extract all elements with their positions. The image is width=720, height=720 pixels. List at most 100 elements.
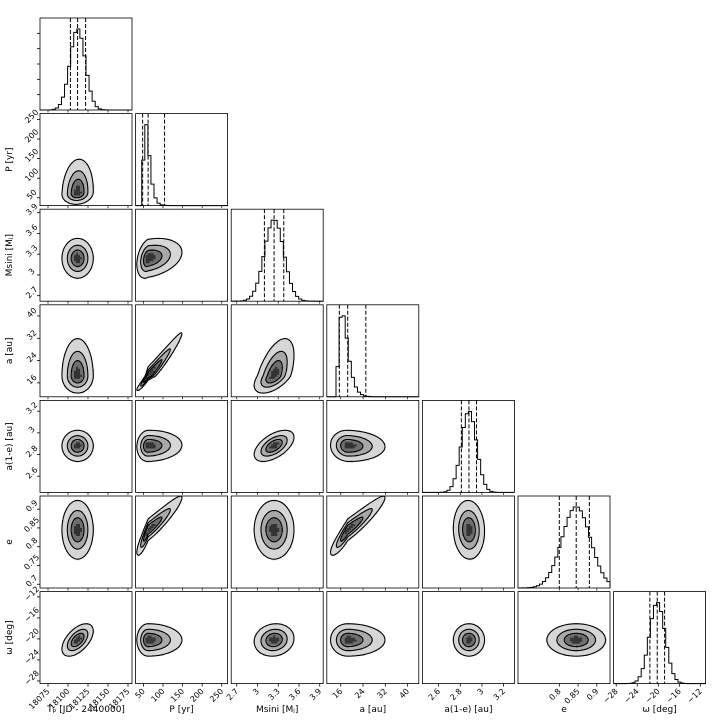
density-cell	[376, 508, 380, 511]
density-cell	[161, 249, 164, 252]
density-cell	[157, 446, 160, 449]
density-cell	[84, 633, 87, 636]
density-cell	[76, 522, 79, 525]
density-cell	[88, 522, 91, 525]
density-cell	[366, 454, 370, 457]
density-cell	[255, 384, 258, 388]
density-cell	[74, 526, 77, 529]
density-cell	[338, 444, 342, 447]
density-cell	[90, 526, 93, 529]
density-cell	[64, 444, 67, 447]
density-cell	[153, 635, 156, 638]
density-cell	[460, 526, 463, 529]
density-cell	[289, 432, 292, 435]
density-cell	[151, 442, 154, 445]
density-cell	[161, 350, 164, 354]
density-cell	[88, 183, 91, 186]
density-cell	[277, 506, 280, 509]
density-cell	[368, 442, 372, 445]
density-cell	[277, 548, 280, 551]
density-cell	[344, 444, 348, 447]
density-cell	[364, 454, 368, 457]
contour-line	[142, 516, 163, 542]
density-cell	[149, 370, 152, 374]
density-cell	[161, 456, 164, 459]
density-cell	[348, 450, 352, 453]
density-cell	[88, 374, 91, 378]
density-cell	[275, 550, 278, 553]
density-cell	[88, 362, 91, 366]
density-cell	[289, 436, 292, 439]
density-cell	[90, 446, 93, 449]
density-cell	[153, 243, 156, 246]
density-cell	[159, 454, 162, 457]
density-cell	[145, 376, 148, 380]
density-cell	[263, 532, 266, 535]
density-cell	[82, 161, 85, 164]
density-cell	[70, 350, 73, 354]
density-cell	[265, 382, 268, 386]
density-cell	[472, 542, 475, 545]
density-cell	[80, 430, 83, 433]
density-cell	[281, 548, 284, 551]
density-cell	[84, 245, 87, 248]
density-cell	[64, 354, 67, 358]
density-cell	[137, 633, 140, 636]
density-cell	[159, 263, 162, 266]
density-cell	[72, 175, 75, 178]
density-cell	[82, 631, 85, 634]
density-cell	[340, 546, 344, 549]
density-cell	[159, 522, 162, 525]
density-cell	[468, 540, 471, 543]
density-cell	[143, 444, 146, 447]
density-cell	[78, 253, 81, 256]
density-cell	[141, 643, 144, 646]
density-cell	[72, 388, 75, 392]
density-cell	[86, 382, 89, 386]
density-cell	[76, 189, 79, 192]
density-cell	[72, 255, 75, 258]
density-cell	[143, 528, 146, 531]
density-cell	[468, 506, 471, 509]
density-cell	[271, 362, 274, 366]
density-cell	[149, 245, 152, 248]
density-cell	[90, 536, 93, 539]
density-cell	[84, 243, 87, 246]
density-cell	[478, 516, 481, 519]
density-cell	[165, 350, 168, 354]
density-cell	[462, 518, 465, 521]
density-cell	[476, 524, 479, 527]
density-cell	[289, 360, 292, 364]
density-cell	[70, 639, 73, 642]
density-cell	[137, 450, 140, 453]
density-cell	[143, 639, 146, 642]
density-cell	[68, 384, 71, 388]
density-cell	[476, 514, 479, 517]
density-cell	[271, 524, 274, 527]
density-cell	[338, 440, 342, 443]
density-cell	[139, 267, 142, 270]
density-cell	[336, 442, 340, 445]
density-cell	[356, 448, 360, 451]
density-cell	[155, 265, 158, 268]
contour-line	[70, 517, 85, 543]
density-cell	[153, 247, 156, 250]
density-cell	[179, 249, 182, 252]
density-cell	[275, 546, 278, 549]
density-cell	[269, 362, 272, 366]
density-cell	[74, 187, 77, 190]
density-cell	[468, 552, 471, 555]
density-cell	[167, 629, 170, 632]
density-cell	[143, 271, 146, 274]
density-cell	[151, 446, 154, 449]
density-cell	[265, 520, 268, 523]
density-cell	[82, 239, 85, 242]
density-cell	[82, 548, 85, 551]
density-cell	[143, 641, 146, 644]
density-cell	[82, 456, 85, 459]
density-cell	[466, 534, 469, 537]
density-cell	[259, 536, 262, 539]
density-cell	[167, 641, 170, 644]
density-cell	[265, 554, 268, 557]
density-cell	[64, 446, 67, 449]
